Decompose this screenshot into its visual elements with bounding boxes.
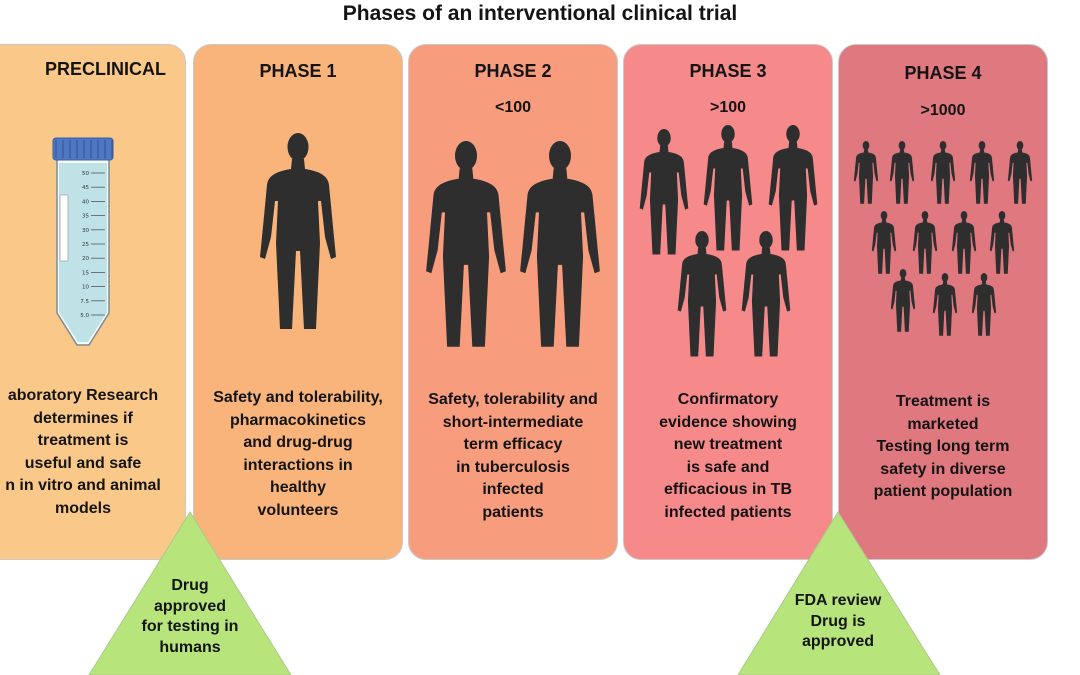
description-line: and drug-drug [243, 434, 353, 452]
description-line: term efficacy [463, 436, 563, 454]
tube-marking: 50 [82, 171, 89, 177]
person-icon [741, 231, 791, 357]
person-icon [989, 211, 1015, 274]
description-line: n in vitro and animal [5, 477, 161, 495]
person-icon [912, 211, 938, 274]
description-line: volunteers [257, 501, 339, 519]
milestone-line: Drug is [810, 612, 866, 630]
milestone-line: humans [159, 638, 221, 656]
milestone-triangle-approval [737, 511, 941, 675]
person-icon [520, 141, 600, 347]
description-line: infected [482, 481, 544, 499]
tube-marking: 35 [82, 214, 89, 220]
person-icon [1007, 141, 1033, 204]
person-icon [932, 273, 958, 336]
panel-phase-2: PHASE 2 <100 Safety, tolerability and sh… [408, 44, 618, 560]
tube-marking: 30 [82, 228, 89, 234]
panel-preclinical: PRECLINICAL 50 45 40 35 30 25 20 15 10 7.5 5.0 abo… [0, 44, 186, 560]
participant-count: >1000 [920, 102, 966, 119]
description-line: infected patients [664, 503, 792, 521]
milestone-line: FDA review [794, 592, 882, 609]
description-line: patients [482, 503, 544, 521]
description-line: Safety and tolerability, [213, 389, 383, 406]
panel-title: PHASE 1 [259, 61, 337, 81]
description-line: pharmacokinetics [229, 411, 367, 429]
description-line: patient population [873, 483, 1013, 501]
person-icon [969, 141, 995, 204]
panel-phase-1: PHASE 1 Safety and tolerability, pharmac… [193, 44, 403, 560]
description-line: Safety, tolerability and [428, 391, 598, 408]
description-line: Treatment is [895, 393, 991, 410]
description-line: in tuberculosis [456, 458, 570, 476]
milestone-line: for testing in [141, 618, 239, 635]
description-line: models [54, 499, 111, 517]
panel-description: aboratory Research determines if treatme… [0, 385, 195, 521]
description-line: is safe and [686, 458, 770, 476]
person-icon [768, 125, 818, 251]
milestone-triangle-testing [88, 511, 292, 675]
person-icon [971, 273, 997, 336]
description-line: Testing long term [876, 438, 1010, 456]
person-icon [703, 125, 753, 251]
panel-description: Treatment is marketed Testing long term … [839, 391, 1047, 504]
description-line: efficacious in TB [663, 481, 793, 499]
tube-marking: 5.0 [80, 313, 89, 319]
person-icon [853, 141, 879, 204]
panel-title: PHASE 2 [474, 61, 552, 81]
description-line: new treatment [673, 436, 783, 454]
panel-phase-3: PHASE 3 >100 Confirmatory evidence showi… [623, 44, 833, 560]
description-line: interactions in [243, 456, 353, 474]
person-icon-group [639, 125, 818, 357]
person-icon-group [426, 141, 600, 347]
panel-description: Safety and tolerability, pharmacokinetic… [194, 387, 402, 523]
person-icon [871, 211, 897, 274]
milestone-line: approved [801, 633, 874, 650]
tube-marking: 10 [82, 285, 89, 291]
milestone-label-approval: FDA review Drug is approved [738, 591, 938, 653]
person-icon-group [260, 133, 336, 329]
person-icon [426, 141, 506, 347]
milestone-line: Drug [171, 577, 209, 594]
tube-liquid [59, 163, 107, 342]
tube-marking: 25 [82, 242, 89, 248]
milestone-label-testing: Drug approved for testing in humans [90, 576, 290, 658]
tube-marking: 45 [82, 185, 89, 191]
person-icon-group [853, 141, 1033, 336]
person-icon [639, 129, 689, 255]
panel-title: PHASE 3 [689, 61, 767, 81]
description-line: marketed [907, 415, 979, 433]
panel-title: PRECLINICAL [45, 59, 166, 79]
description-line: evidence showing [659, 413, 797, 431]
description-line: safety in diverse [880, 460, 1006, 478]
description-line: useful and safe [24, 454, 142, 472]
tube-label [59, 194, 69, 262]
diagram-title: Phases of an interventional clinical tri… [342, 2, 738, 25]
tube-marking: 7.5 [80, 299, 89, 305]
tube-marking: 40 [82, 199, 89, 205]
panel-title: PHASE 4 [904, 63, 982, 83]
panel-phase-4: PHASE 4 >1000 Treatment is marketed Test… [838, 44, 1048, 560]
description-line: healthy [269, 479, 326, 497]
description-line: determines if [33, 409, 133, 427]
tube-marking: 15 [82, 270, 89, 276]
person-icon [889, 141, 915, 204]
panel-description: Safety, tolerability and short-intermedi… [409, 389, 617, 525]
participant-count: <100 [494, 99, 532, 116]
tube-marking: 20 [82, 256, 89, 262]
person-icon [260, 133, 336, 329]
person-icon [677, 231, 727, 357]
test-tube-icon: 50 45 40 35 30 25 20 15 10 7.5 5.0 [52, 137, 114, 346]
description-line: treatment is [37, 432, 129, 450]
person-icon [930, 141, 956, 204]
description-line: Confirmatory [677, 391, 779, 408]
description-line: aboratory Research [7, 387, 159, 404]
person-icon [890, 269, 916, 332]
milestone-line: approved [153, 597, 226, 615]
person-icon [951, 211, 977, 274]
panel-description: Confirmatory evidence showing new treatm… [624, 389, 832, 525]
description-line: short-intermediate [442, 413, 584, 431]
participant-count: >100 [709, 99, 747, 116]
